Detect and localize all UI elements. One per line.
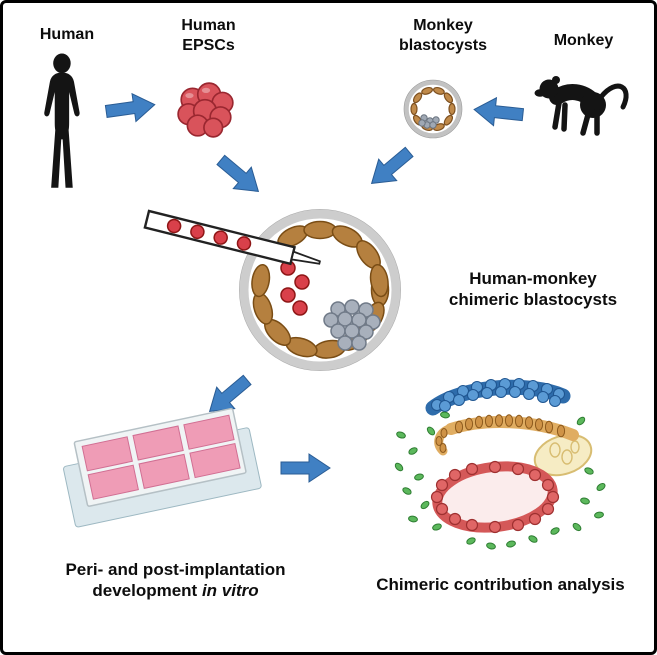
- human-label-text: Human: [39, 26, 95, 43]
- arrow-culture-to-analysis: [280, 453, 331, 483]
- chimeric-blastocysts-line2: chimeric blastocysts: [448, 290, 618, 310]
- chimeric-blastocysts-line1: Human-monkey: [469, 269, 597, 288]
- culture-plate-illustration: [63, 407, 262, 528]
- arrow-monkey-to-blastocyst: [473, 96, 525, 127]
- epsc-cluster-illustration: [177, 82, 234, 138]
- development-line2-italic: in vitro: [201, 581, 259, 601]
- arrow-human-to-epscs: [104, 92, 156, 123]
- development-line2-text: development: [92, 581, 198, 601]
- embryo-analysis-illustration: [394, 378, 606, 550]
- monkey-label: Monkey: [541, 31, 626, 51]
- human-epscs-line1: Human: [181, 17, 236, 34]
- human-epscs-line2: EPSCs: [182, 37, 235, 54]
- chimeric-blastocyst-illustration: [239, 209, 401, 371]
- analysis-label-text: Chimeric contribution analysis: [376, 575, 625, 594]
- human-silhouette-illustration: [44, 53, 80, 188]
- development-label: Peri- and post-implantation development …: [38, 559, 313, 602]
- chimeric-blastocysts-label: Human-monkey chimeric blastocysts: [413, 268, 653, 311]
- monkey-blastocysts-label: Monkey blastocysts: [383, 16, 503, 56]
- arrow-epscs-to-chimera: [216, 154, 260, 193]
- development-line1: Peri- and post-implantation: [65, 560, 286, 579]
- monkey-blastocysts-line1: Monkey: [413, 17, 473, 34]
- arrow-blastocyst-to-chimera: [370, 146, 414, 185]
- micropipette-illustration: [143, 209, 321, 266]
- analysis-label: Chimeric contribution analysis: [353, 574, 648, 595]
- monkey-blastocyst-illustration: [403, 79, 463, 139]
- monkey-silhouette-illustration: [534, 76, 629, 136]
- human-epscs-label: Human EPSCs: [161, 16, 256, 56]
- monkey-label-text: Monkey: [553, 32, 614, 49]
- human-label: Human: [25, 25, 109, 45]
- monkey-blastocysts-line2: blastocysts: [398, 37, 488, 54]
- arrow-chimera-to-culture: [208, 374, 252, 413]
- development-line2: development in vitro: [38, 580, 313, 601]
